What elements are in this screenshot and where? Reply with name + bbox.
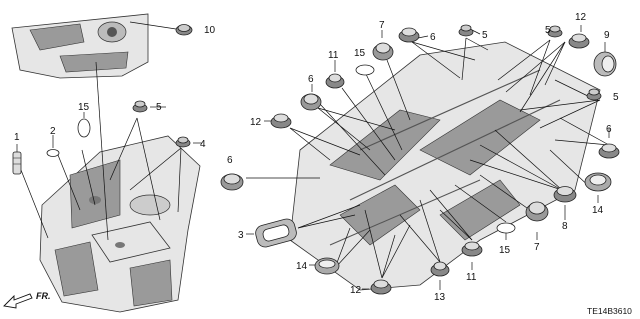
callout-labels: 10 1 2 15 5 4 6 3 14 12 6 11 15 7 6 5 5 … (14, 12, 619, 303)
floor-pan (289, 41, 601, 291)
part-11-grommet (461, 241, 483, 257)
part-5-grommet (458, 24, 474, 37)
callout-6: 6 (308, 74, 314, 85)
callout-5: 5 (613, 92, 619, 103)
part-14-seal (584, 172, 612, 192)
part-8-grommet (553, 186, 577, 203)
part-7-grommet (372, 42, 394, 61)
callout-14: 14 (296, 261, 308, 272)
callout-9: 9 (604, 30, 610, 41)
part-2-plug (46, 149, 60, 157)
part-6-grommet (398, 27, 420, 43)
callout-10: 10 (204, 25, 216, 36)
callout-12: 12 (350, 285, 362, 296)
front-body (39, 135, 201, 313)
part-9-seal (593, 51, 617, 77)
callout-15: 15 (354, 48, 366, 59)
callout-6: 6 (430, 32, 436, 43)
part-5-grommet (132, 100, 148, 113)
callout-12: 12 (575, 12, 587, 23)
part-5-grommet (547, 25, 563, 38)
callout-4: 4 (200, 139, 206, 150)
part-12-grommet (370, 279, 392, 295)
callout-13: 13 (434, 292, 446, 303)
firewall-panel (11, 13, 177, 79)
callout-14: 14 (592, 205, 604, 216)
front-direction-arrow: FR. (3, 291, 51, 309)
part-15-plug (77, 118, 91, 138)
part-15-plug (496, 222, 516, 234)
callout-1: 1 (14, 132, 20, 143)
callout-5: 5 (545, 25, 551, 36)
part-7-grommet (525, 201, 549, 222)
diagram-code: TE14B3610 (587, 306, 632, 316)
part-4-grommet (175, 136, 191, 148)
part-11-grommet (325, 73, 345, 89)
callout-7: 7 (534, 242, 540, 253)
leader-lines (16, 25, 610, 290)
part-12-grommet (568, 33, 590, 49)
callout-3: 3 (238, 230, 244, 241)
callout-6: 6 (606, 124, 612, 135)
callout-8: 8 (562, 221, 568, 232)
callout-2: 2 (50, 126, 56, 137)
callout-11: 11 (466, 272, 477, 283)
part-3-seal (255, 218, 297, 248)
callout-12: 12 (250, 117, 262, 128)
part-13-grommet (430, 261, 450, 277)
callout-5: 5 (482, 30, 488, 41)
part-10-grommet (175, 24, 193, 36)
direction-label: FR. (36, 291, 51, 301)
callout-11: 11 (328, 50, 339, 61)
callout-7: 7 (379, 20, 385, 31)
part-6-grommet (300, 93, 322, 111)
part-15-plug (355, 64, 375, 76)
callout-6: 6 (227, 155, 233, 166)
callout-5: 5 (156, 102, 162, 113)
part-14-seal (314, 257, 340, 275)
part-6-grommet (598, 143, 620, 159)
part-1-plug (12, 151, 22, 175)
callout-15: 15 (499, 245, 511, 256)
part-6-grommet (220, 173, 244, 191)
callout-15: 15 (78, 102, 90, 113)
part-5-grommet (586, 88, 602, 101)
part-12-grommet (270, 113, 292, 129)
